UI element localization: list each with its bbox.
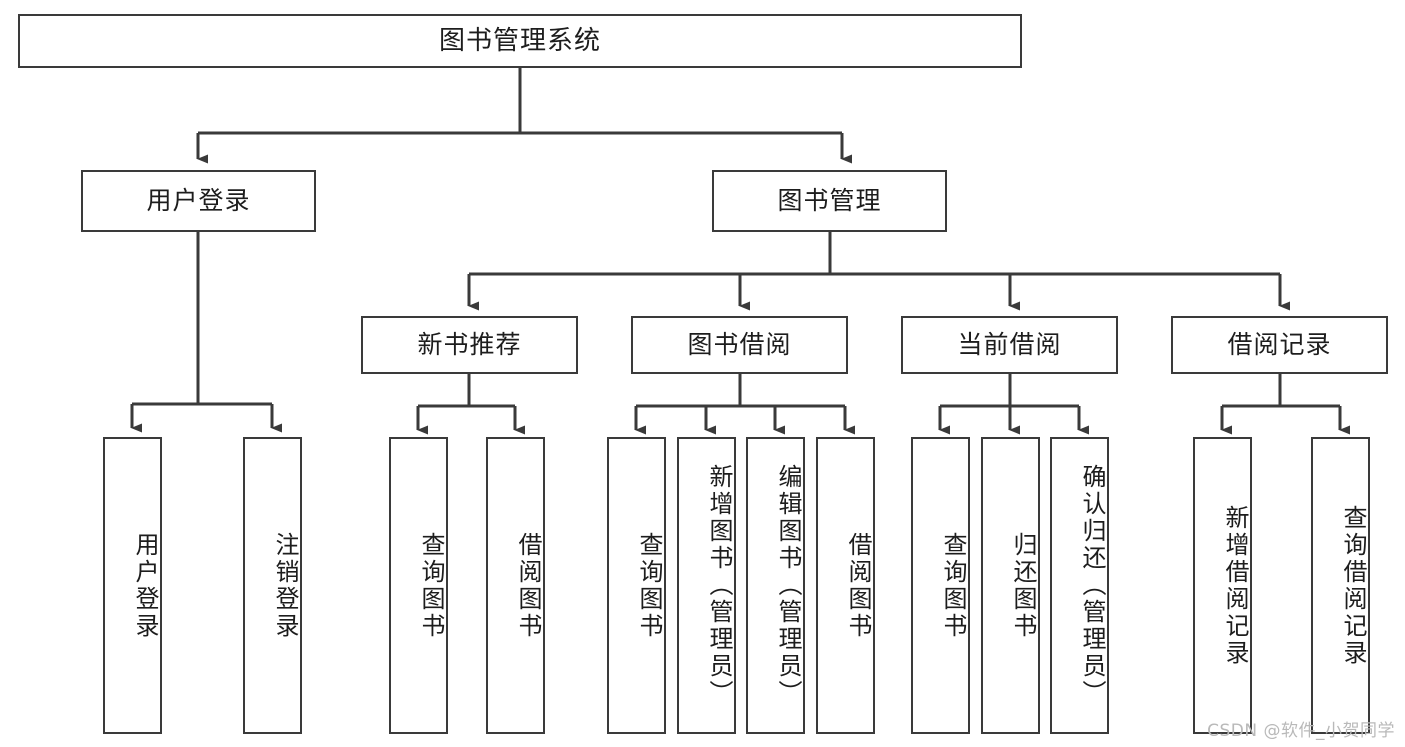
leaf-add-book[interactable]: 新增图书（管理员）	[677, 437, 736, 734]
leaf-borrow-book-recommend[interactable]: 借阅图书	[486, 437, 545, 734]
node-current-borrow[interactable]: 当前借阅	[901, 316, 1118, 374]
csdn-watermark: CSDN @软件_小贺同学	[1207, 721, 1395, 741]
edges-borrowrecord-to-leaves	[1220, 374, 1350, 435]
edges-userlogin-to-leaves	[130, 232, 282, 433]
node-label: 用户登录	[146, 186, 251, 216]
leaf-query-borrow-record[interactable]: 查询借阅记录	[1311, 437, 1370, 734]
node-label: 注销登录	[271, 531, 299, 640]
node-label: 图书管理	[777, 186, 882, 216]
edges-newbook-to-leaves	[416, 374, 525, 435]
leaf-return-book[interactable]: 归还图书	[981, 437, 1040, 734]
node-borrow-record[interactable]: 借阅记录	[1171, 316, 1388, 374]
leaf-query-book-current[interactable]: 查询图书	[911, 437, 970, 734]
node-book-borrow[interactable]: 图书借阅	[631, 316, 848, 374]
edges-currentborrow-to-leaves	[938, 374, 1089, 435]
node-label: 图书管理系统	[438, 25, 601, 56]
node-label: 归还图书	[1009, 531, 1037, 640]
leaf-query-book-borrow[interactable]: 查询图书	[607, 437, 666, 734]
node-label: 确认归还（管理员）	[1078, 464, 1106, 707]
node-label: 用户登录	[131, 531, 159, 640]
node-label: 当前借阅	[957, 330, 1062, 360]
leaf-query-book-recommend[interactable]: 查询图书	[389, 437, 448, 734]
edges-root-to-level2	[196, 68, 852, 164]
node-label: 借阅记录	[1227, 330, 1332, 360]
node-label: 新书推荐	[417, 330, 522, 360]
node-label: 查询图书	[417, 531, 445, 640]
node-label: 查询图书	[635, 531, 663, 640]
leaf-user-login[interactable]: 用户登录	[103, 437, 162, 734]
leaf-add-borrow-record[interactable]: 新增借阅记录	[1193, 437, 1252, 734]
node-label: 新增借阅记录	[1221, 504, 1249, 667]
node-label: 图书借阅	[687, 330, 792, 360]
node-book-management-system[interactable]: 图书管理系统	[18, 14, 1022, 68]
node-label: 查询借阅记录	[1339, 504, 1367, 667]
leaf-confirm-return[interactable]: 确认归还（管理员）	[1050, 437, 1109, 734]
node-label: 查询图书	[939, 531, 967, 640]
node-book-management[interactable]: 图书管理	[712, 170, 947, 232]
node-new-book-recommend[interactable]: 新书推荐	[361, 316, 578, 374]
node-label: 借阅图书	[844, 531, 872, 640]
leaf-edit-book[interactable]: 编辑图书（管理员）	[746, 437, 805, 734]
node-label: 编辑图书（管理员）	[774, 464, 802, 707]
leaf-borrow-book[interactable]: 借阅图书	[816, 437, 875, 734]
edges-bookborrow-to-leaves	[634, 374, 855, 435]
node-label: 新增图书（管理员）	[705, 464, 733, 707]
edges-bookmgmt-to-level3	[467, 232, 1290, 311]
leaf-logout[interactable]: 注销登录	[243, 437, 302, 734]
node-user-login[interactable]: 用户登录	[81, 170, 316, 232]
node-label: 借阅图书	[514, 531, 542, 640]
